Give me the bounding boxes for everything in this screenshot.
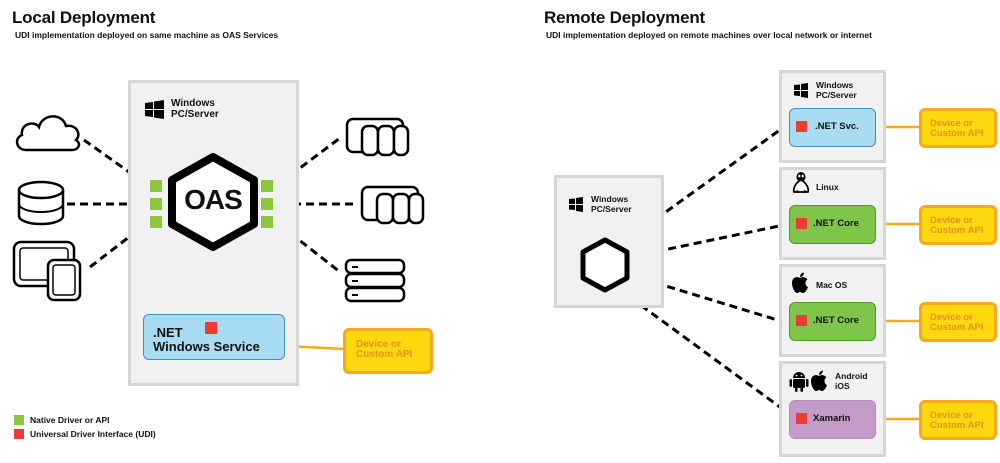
local-service-label-line1: .NET	[153, 325, 183, 340]
device-label-line2: Custom API	[930, 225, 984, 236]
device-label-line1: Device or	[356, 339, 402, 350]
remote-device-api-4: Device or Custom API	[919, 400, 997, 440]
remote-subtitle: UDI implementation deployed on remote ma…	[546, 30, 872, 40]
os-label-line2: iOS	[835, 380, 850, 391]
os-label-line1: Mac OS	[816, 280, 848, 290]
local-device-api: Device or Custom API	[343, 328, 433, 374]
oas-hexagon-icon	[580, 237, 630, 293]
local-dotnet-windows-service	[143, 314, 285, 360]
remote-device-api-3: Device or Custom API	[919, 302, 997, 342]
remote-device-api-2: Device or Custom API	[919, 205, 997, 245]
os-label-line1: Android	[835, 371, 868, 381]
remote-device-api-1: Device or Custom API	[919, 108, 997, 148]
device-label-line2: Custom API	[930, 420, 984, 431]
remote-server-label-line2: PC/Server	[591, 203, 632, 214]
native-port-right-1	[261, 180, 273, 192]
local-service-label: .NET Windows Service	[153, 326, 260, 354]
device-label-line2: Custom API	[356, 349, 413, 360]
windows-icon	[569, 197, 583, 212]
native-port-right-2	[261, 198, 273, 210]
os-label-line1: Windows	[816, 80, 854, 90]
device-label-line1: Device or	[930, 215, 973, 226]
local-server-label-line1: Windows	[171, 98, 215, 109]
udi-marker	[796, 315, 807, 326]
plc-rack-icon	[360, 185, 425, 225]
local-service-label-line2: Windows Service	[153, 339, 260, 354]
remote-service-label: .NET Core	[813, 218, 859, 229]
apple-icon	[811, 370, 827, 391]
oas-hexagon-icon	[168, 153, 258, 251]
plc-rack-icon	[345, 117, 410, 157]
oas-label: OAS	[184, 184, 243, 215]
remote-node-mobile-label: Android iOS	[835, 371, 868, 391]
local-subtitle: UDI implementation deployed on same mach…	[15, 30, 279, 40]
remote-dotnet-core-macos	[789, 302, 876, 341]
native-port-left-2	[150, 198, 162, 210]
android-icon	[789, 372, 809, 392]
os-label-line1: Linux	[816, 182, 839, 192]
tablet-phone-icon	[12, 240, 82, 302]
server-stack-icon	[344, 258, 406, 303]
device-label-line1: Device or	[930, 118, 973, 129]
udi-marker	[796, 413, 807, 424]
legend-swatch-udi	[14, 429, 24, 439]
remote-node-linux-label: Linux	[816, 182, 839, 193]
remote-service-label: .NET Core	[813, 315, 859, 326]
legend-item-udi: Universal Driver Interface (UDI)	[14, 429, 156, 439]
device-label-line1: Device or	[930, 410, 973, 421]
legend-swatch-native	[14, 415, 24, 425]
remote-service-label: Xamarin	[813, 413, 851, 424]
link-remote-mobile	[619, 288, 785, 412]
cloud-icon	[15, 115, 81, 152]
remote-title: Remote Deployment	[544, 8, 705, 27]
remote-node-windows-label: Windows PC/Server	[816, 80, 857, 100]
remote-server-label-line1: Windows	[591, 194, 629, 204]
legend-label-udi: Universal Driver Interface (UDI)	[30, 429, 156, 439]
windows-icon	[794, 83, 808, 98]
os-label-line2: PC/Server	[816, 89, 857, 100]
linux-icon	[792, 172, 810, 193]
native-port-right-3	[261, 216, 273, 228]
remote-service-label: .NET Svc.	[815, 121, 859, 132]
native-port-left-1	[150, 180, 162, 192]
legend: Native Driver or API Universal Driver In…	[14, 415, 156, 439]
legend-label-native: Native Driver or API	[30, 415, 110, 425]
device-label-line2: Custom API	[930, 322, 984, 333]
remote-server-label: Windows PC/Server	[591, 194, 632, 214]
remote-node-macos-label: Mac OS	[816, 280, 848, 291]
legend-item-native: Native Driver or API	[14, 415, 156, 425]
native-port-left-3	[150, 216, 162, 228]
database-icon	[17, 180, 65, 226]
windows-icon	[145, 100, 164, 119]
local-title: Local Deployment	[12, 8, 156, 27]
apple-icon	[792, 272, 808, 293]
device-label-line2: Custom API	[930, 128, 984, 139]
device-label-line1: Device or	[930, 312, 973, 323]
local-server-label-line2: PC/Server	[171, 109, 219, 120]
udi-marker	[205, 322, 217, 334]
udi-marker	[796, 121, 807, 132]
local-server-label: Windows PC/Server	[171, 98, 219, 120]
udi-marker	[796, 218, 807, 229]
